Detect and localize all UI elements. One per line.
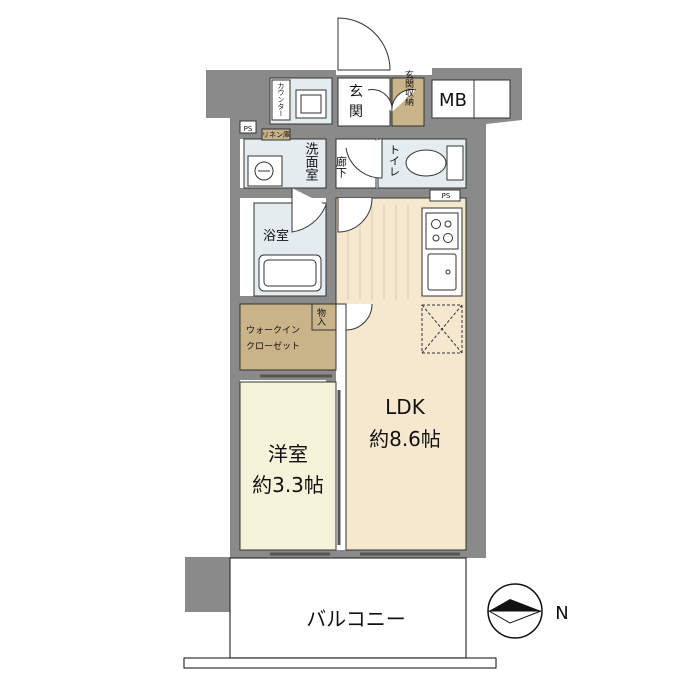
entrance-label-char2: 関	[349, 104, 363, 120]
ldk-size: 約8.6帖	[369, 427, 441, 451]
linen-label: リネン庫	[262, 130, 290, 139]
sink	[427, 253, 457, 291]
toilet-bowl	[405, 149, 447, 177]
mb-box	[431, 79, 475, 119]
washroom-door-swing	[291, 188, 327, 233]
linen-box	[261, 128, 291, 141]
entrance-label: 玄関	[0, 0, 2, 1]
washroom-label: 洗面室	[303, 142, 319, 181]
stove	[425, 212, 459, 250]
wic-label-line2: クローゼット	[246, 340, 300, 352]
western-size: 約3.3帖	[252, 473, 324, 497]
storage-label: 物入	[315, 307, 326, 326]
north-arrow-icon	[489, 599, 541, 611]
western-floor	[239, 381, 337, 551]
entrance-storage-door-2	[391, 89, 417, 113]
ldk-name: LDK	[385, 395, 426, 419]
compass: N	[487, 583, 569, 639]
mb-side	[473, 79, 511, 119]
ps-left-box	[239, 120, 257, 134]
balcony-floor	[229, 557, 467, 659]
counter-label: カウンター	[277, 82, 285, 117]
balcony-rail	[183, 657, 497, 669]
balcony-label: バルコニー	[306, 607, 406, 631]
storage-door-swing	[345, 303, 373, 331]
room-labels: 玄 関 玄関 玄関収納 MB カウンター PS リネン庫 洗面室 廊下 トイレ …	[0, 0, 467, 631]
front-door-swing	[337, 17, 391, 71]
mb-label: MB	[439, 90, 467, 111]
entrance-label-char1: 玄	[349, 83, 363, 100]
bathroom-label: 浴室	[263, 228, 289, 244]
entrance-storage-label: 玄関収納	[403, 69, 414, 107]
corridor-label: 廊下	[335, 155, 348, 179]
wic-label-line1: ウォークイン	[246, 325, 300, 336]
ps-right-box	[429, 189, 461, 202]
compass-n-label: N	[555, 603, 568, 624]
doors	[260, 17, 460, 556]
toilet-tank	[446, 145, 464, 181]
toilet-door-swing	[345, 139, 383, 179]
corridor-door-swing	[337, 197, 373, 233]
ps-right-label: PS	[442, 192, 451, 200]
ps-left-label: PS	[244, 125, 253, 133]
fixtures	[239, 79, 464, 354]
western-name: 洋室	[268, 442, 308, 466]
counter-box	[271, 79, 291, 121]
toilet-label: トイレ	[388, 144, 401, 177]
storage-floor	[311, 303, 337, 331]
